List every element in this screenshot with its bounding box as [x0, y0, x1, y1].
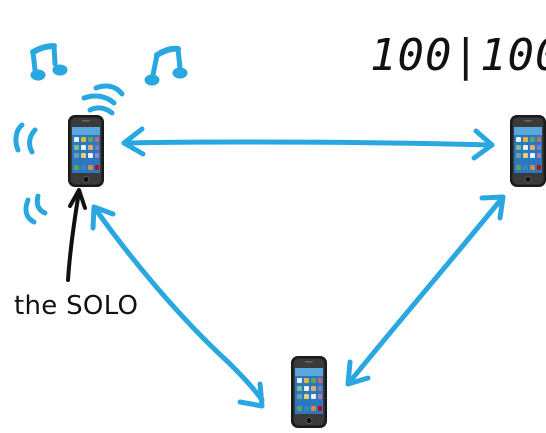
solo-label: the SOLO [14, 291, 139, 321]
sound-wave-marks [13, 83, 125, 225]
music-note-icon [144, 45, 188, 86]
connection-arrow-top [121, 126, 495, 161]
smartphone-icon [67, 114, 105, 188]
binary-scribble: 100|100| [370, 30, 546, 81]
connection-arrow-right [345, 194, 506, 387]
connection-arrow-left [90, 204, 265, 409]
smartphone-icon [509, 114, 546, 188]
smartphone-icon [290, 355, 328, 429]
music-note-icon [30, 43, 68, 81]
pointer-arrow [66, 188, 87, 282]
